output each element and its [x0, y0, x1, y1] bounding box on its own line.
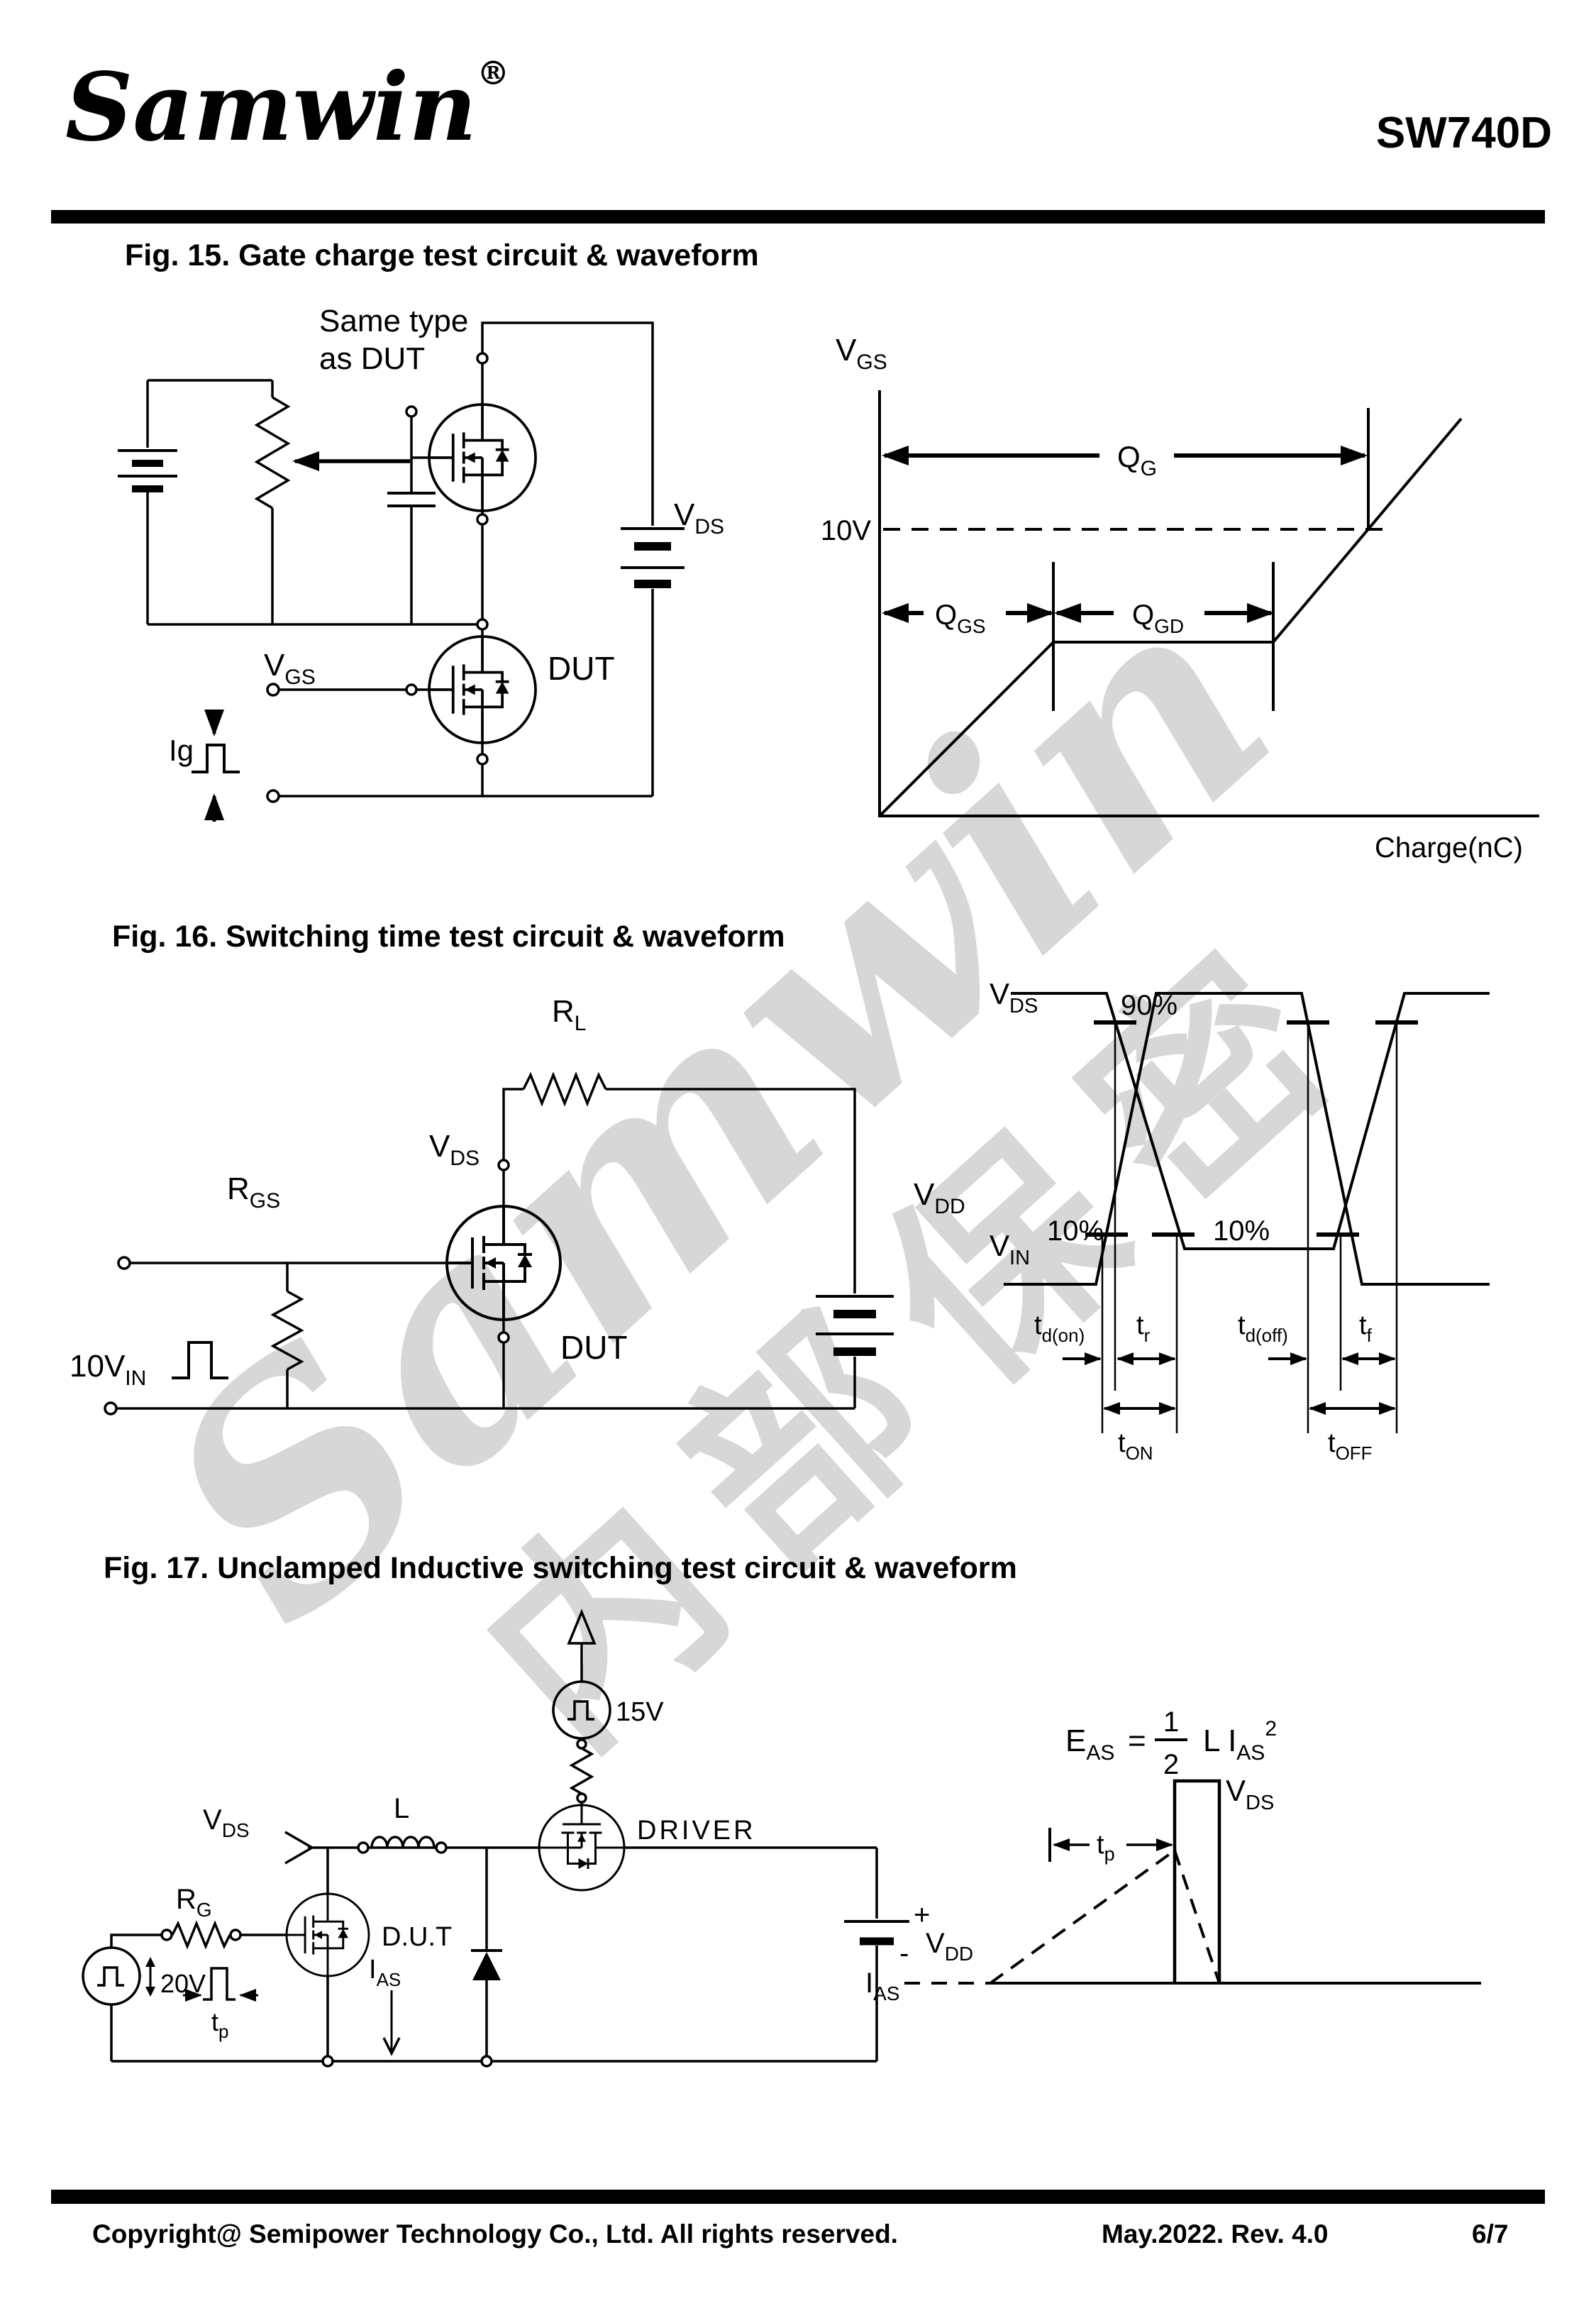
load-resistor-label: RL [552, 994, 586, 1035]
tp-label: tp [1097, 1830, 1115, 1865]
tr-label: tr [1136, 1311, 1151, 1346]
ias-level-label: IAS [865, 1968, 899, 2004]
header-rule [51, 210, 1545, 224]
fig17-title: Fig. 17. Unclamped Inductive switching t… [104, 1551, 1017, 1585]
driver-mosfet-symbol [538, 1804, 626, 1892]
vds-input-label: VDS [203, 1804, 250, 1841]
supply-arrow [567, 1609, 597, 1645]
fig17-avalanche-waveform: EAS = 1 2 L IAS2 VDS tp IAS [865, 1706, 1481, 2004]
ton-label: tON [1118, 1428, 1153, 1464]
fifteen-volt-label: 15V [616, 1697, 664, 1727]
footer-revision: May.2022. Rev. 4.0 [1102, 2219, 1329, 2249]
charge-axis-label: Charge(nC) [1375, 832, 1523, 864]
fig17-circuit-diagram: 15V DRIVER VDS L D.U.T RG 20V tp IAS + -… [82, 1609, 973, 2068]
dut-mosfet-symbol [428, 635, 537, 744]
td-off-label: td(off) [1238, 1311, 1288, 1346]
qg-label: QG [1117, 440, 1157, 480]
inductor-coil [370, 1836, 436, 1848]
fig15-gate-charge-waveform: VGS 10V QG QGS QGD Charge(nC) [821, 333, 1539, 864]
vds-pulse-label: VDS [1226, 1774, 1274, 1814]
brand-logo: Samwin® [65, 53, 510, 162]
fig15-circuit-diagram: Same type as DUT VDS DUT VGS Ig [118, 304, 724, 822]
footer-copyright: Copyright@ Semipower Technology Co., Ltd… [92, 2219, 898, 2249]
gate-current-label: Ig [169, 734, 194, 767]
vgs-axis-label: VGS [836, 333, 887, 374]
ten-percent-left-label: 10% [1047, 1215, 1104, 1247]
ias-label: IAS [369, 1955, 401, 1990]
same-type-label-line2: as DUT [319, 341, 425, 376]
fig15-title: Fig. 15. Gate charge test circuit & wave… [125, 238, 759, 272]
vds-node-label: VDS [429, 1129, 480, 1170]
gate-pulse-source [552, 1680, 611, 1740]
tf-label: tf [1359, 1311, 1373, 1346]
part-number: SW740D [1375, 109, 1552, 158]
input-pulse-glyph [172, 1341, 228, 1379]
driver-label: DRIVER [637, 1816, 756, 1846]
twenty-volt-label: 20V [160, 1969, 206, 1998]
formula-numerator: 1 [1163, 1706, 1179, 1738]
vin-trace-label: VIN [990, 1229, 1030, 1269]
tp-label: tp [211, 2007, 228, 2042]
eas-formula-lhs: EAS [1065, 1723, 1114, 1765]
same-type-label-line1: Same type [319, 304, 468, 338]
vdd-supply-label: VDD [926, 1928, 973, 1965]
dut-label: D.U.T [382, 1922, 452, 1952]
vds-source-label: VDS [674, 497, 724, 539]
fig16-switching-waveform: VDS VIN 90% 10% 10% td(on) tr td(off) tf… [990, 977, 1490, 1464]
vds-pulse [1173, 1779, 1221, 1983]
ninety-percent-label: 90% [1121, 990, 1177, 1021]
vin-trace [1004, 992, 1490, 1286]
vdd-supply-label: VDD [914, 1177, 965, 1218]
inductor-label: L [394, 1793, 409, 1824]
gate-resistor-label: RGS [227, 1171, 280, 1213]
upper-mosfet-symbol [428, 403, 537, 512]
dut-label: DUT [548, 650, 615, 687]
footer-page-number: 6/7 [1472, 2219, 1509, 2249]
registered-mark: ® [477, 54, 510, 92]
vgs-terminal-label: VGS [264, 648, 316, 689]
dut-mosfet-symbol [445, 1205, 562, 1321]
battery-minus-label: - [899, 1938, 909, 1969]
gate-resistor-label: RG [176, 1884, 212, 1921]
fig16-circuit-diagram: RL VDS RGS VDD DUT 10VIN [70, 994, 965, 1416]
qgs-label: QGS [935, 600, 986, 637]
td-on-label: td(on) [1034, 1311, 1085, 1346]
vds-trace-label: VDS [990, 977, 1038, 1017]
dut-mosfet-symbol [285, 1892, 370, 1977]
formula-denominator: 2 [1163, 1749, 1179, 1780]
footer-rule [51, 2190, 1545, 2204]
qgd-label: QGD [1132, 600, 1184, 637]
formula-li-term: L IAS2 [1203, 1717, 1277, 1765]
battery-plus-label: + [914, 1899, 930, 1931]
formula-equals: = [1128, 1723, 1146, 1758]
toff-label: tOFF [1328, 1428, 1373, 1464]
ten-volt-label: 10V [821, 515, 871, 546]
dut-label: DUT [560, 1329, 628, 1366]
ten-percent-right-label: 10% [1213, 1215, 1270, 1247]
fig16-title: Fig. 16. Switching time test circuit & w… [112, 920, 785, 954]
drive-pulse-source [82, 1946, 141, 2006]
vds-trace [1011, 992, 1490, 1250]
ias-ramp-dashed [989, 1849, 1176, 1985]
input-voltage-label: 10VIN [70, 1349, 146, 1390]
